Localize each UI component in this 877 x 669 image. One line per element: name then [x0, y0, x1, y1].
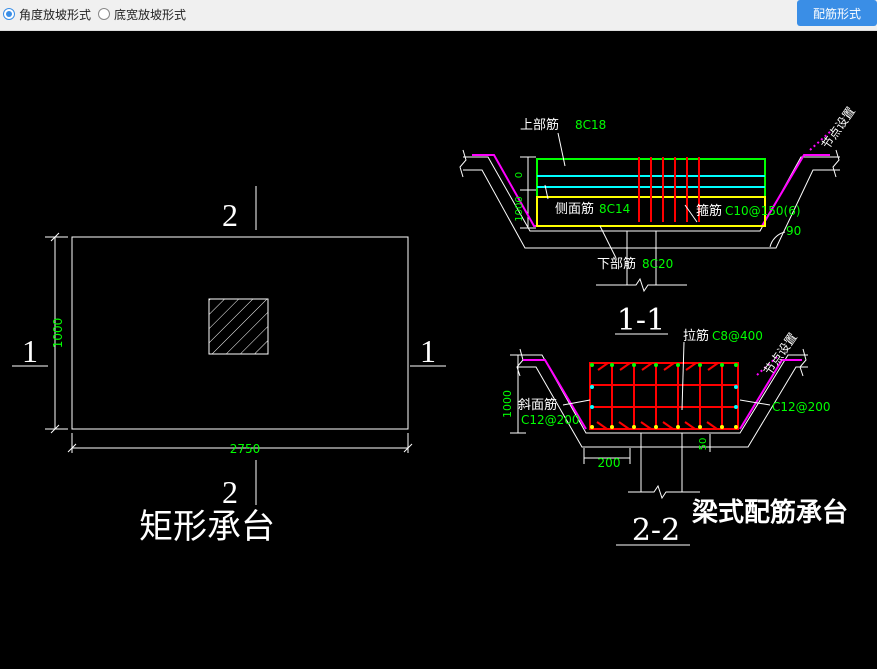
s1-section-title: 1-1: [617, 303, 665, 338]
radio-width-slope[interactable]: 底宽放坡形式: [98, 5, 186, 23]
toolbar: 角度放坡形式 底宽放坡形式 配筋形式: [0, 0, 877, 31]
s1-node-label: 节点设置: [819, 104, 858, 151]
pile-column: [208, 298, 269, 355]
plan-dim-height: 1000: [51, 318, 65, 349]
radio-checked-icon[interactable]: [3, 8, 15, 20]
s1-angle-value: 90: [786, 224, 801, 238]
s1-top-rebar-label: 上部筋: [520, 117, 559, 133]
cad-canvas: 1 1 2 2 1000 2750 矩形承台: [12, 104, 858, 548]
s1-stirrup-label: 箍筋: [696, 203, 722, 219]
s2-tie-value: C8@400: [712, 329, 763, 343]
s2-slope-value-right: C12@200: [772, 400, 831, 414]
s1-top-rebar-value: 8C18: [575, 118, 606, 132]
s2-section-title: 2-2: [632, 513, 680, 548]
radio-unchecked-icon[interactable]: [98, 8, 110, 20]
plan-section-label-1-left: 1: [22, 333, 38, 369]
radio-width-slope-label: 底宽放坡形式: [114, 7, 187, 22]
plan-title: 矩形承台: [139, 507, 275, 547]
s1-stirrup-value: C10@150(6): [725, 204, 801, 218]
s2-dim-height: 1000: [501, 390, 514, 418]
section-2-2-view: [510, 341, 808, 546]
s2-slope-label: 斜面筋: [518, 397, 557, 413]
radio-angle-slope[interactable]: 角度放坡形式: [3, 5, 91, 23]
s1-dim-zero: 0: [514, 172, 525, 178]
plan-view: [12, 186, 446, 505]
s1-side-rebar-value: 8C14: [599, 202, 630, 216]
plan-dim-width: 2750: [230, 442, 261, 456]
s2-dim-bottom: 200: [598, 456, 621, 470]
radio-angle-slope-label: 角度放坡形式: [19, 7, 92, 22]
plan-section-label-2-top: 2: [222, 197, 238, 233]
s2-slope-value-left: C12@200: [521, 413, 580, 427]
plan-section-label-1-right: 1: [420, 333, 436, 369]
s1-bottom-rebar-value: 8C20: [642, 257, 673, 271]
cap-outline: [71, 236, 409, 430]
s2-heading: 梁式配筋承台: [691, 497, 848, 528]
s2-dim-right: 50: [698, 438, 709, 451]
section-1-1-view: [459, 129, 840, 335]
rebar-form-button[interactable]: 配筋形式: [797, 0, 877, 26]
s2-tie-label: 拉筋: [683, 328, 709, 344]
plan-section-label-2-bottom: 2: [222, 474, 238, 510]
s1-dim-height: 1000: [514, 196, 525, 221]
s1-side-rebar-label: 侧面筋: [555, 201, 594, 217]
s1-bottom-rebar-label: 下部筋: [597, 256, 636, 272]
